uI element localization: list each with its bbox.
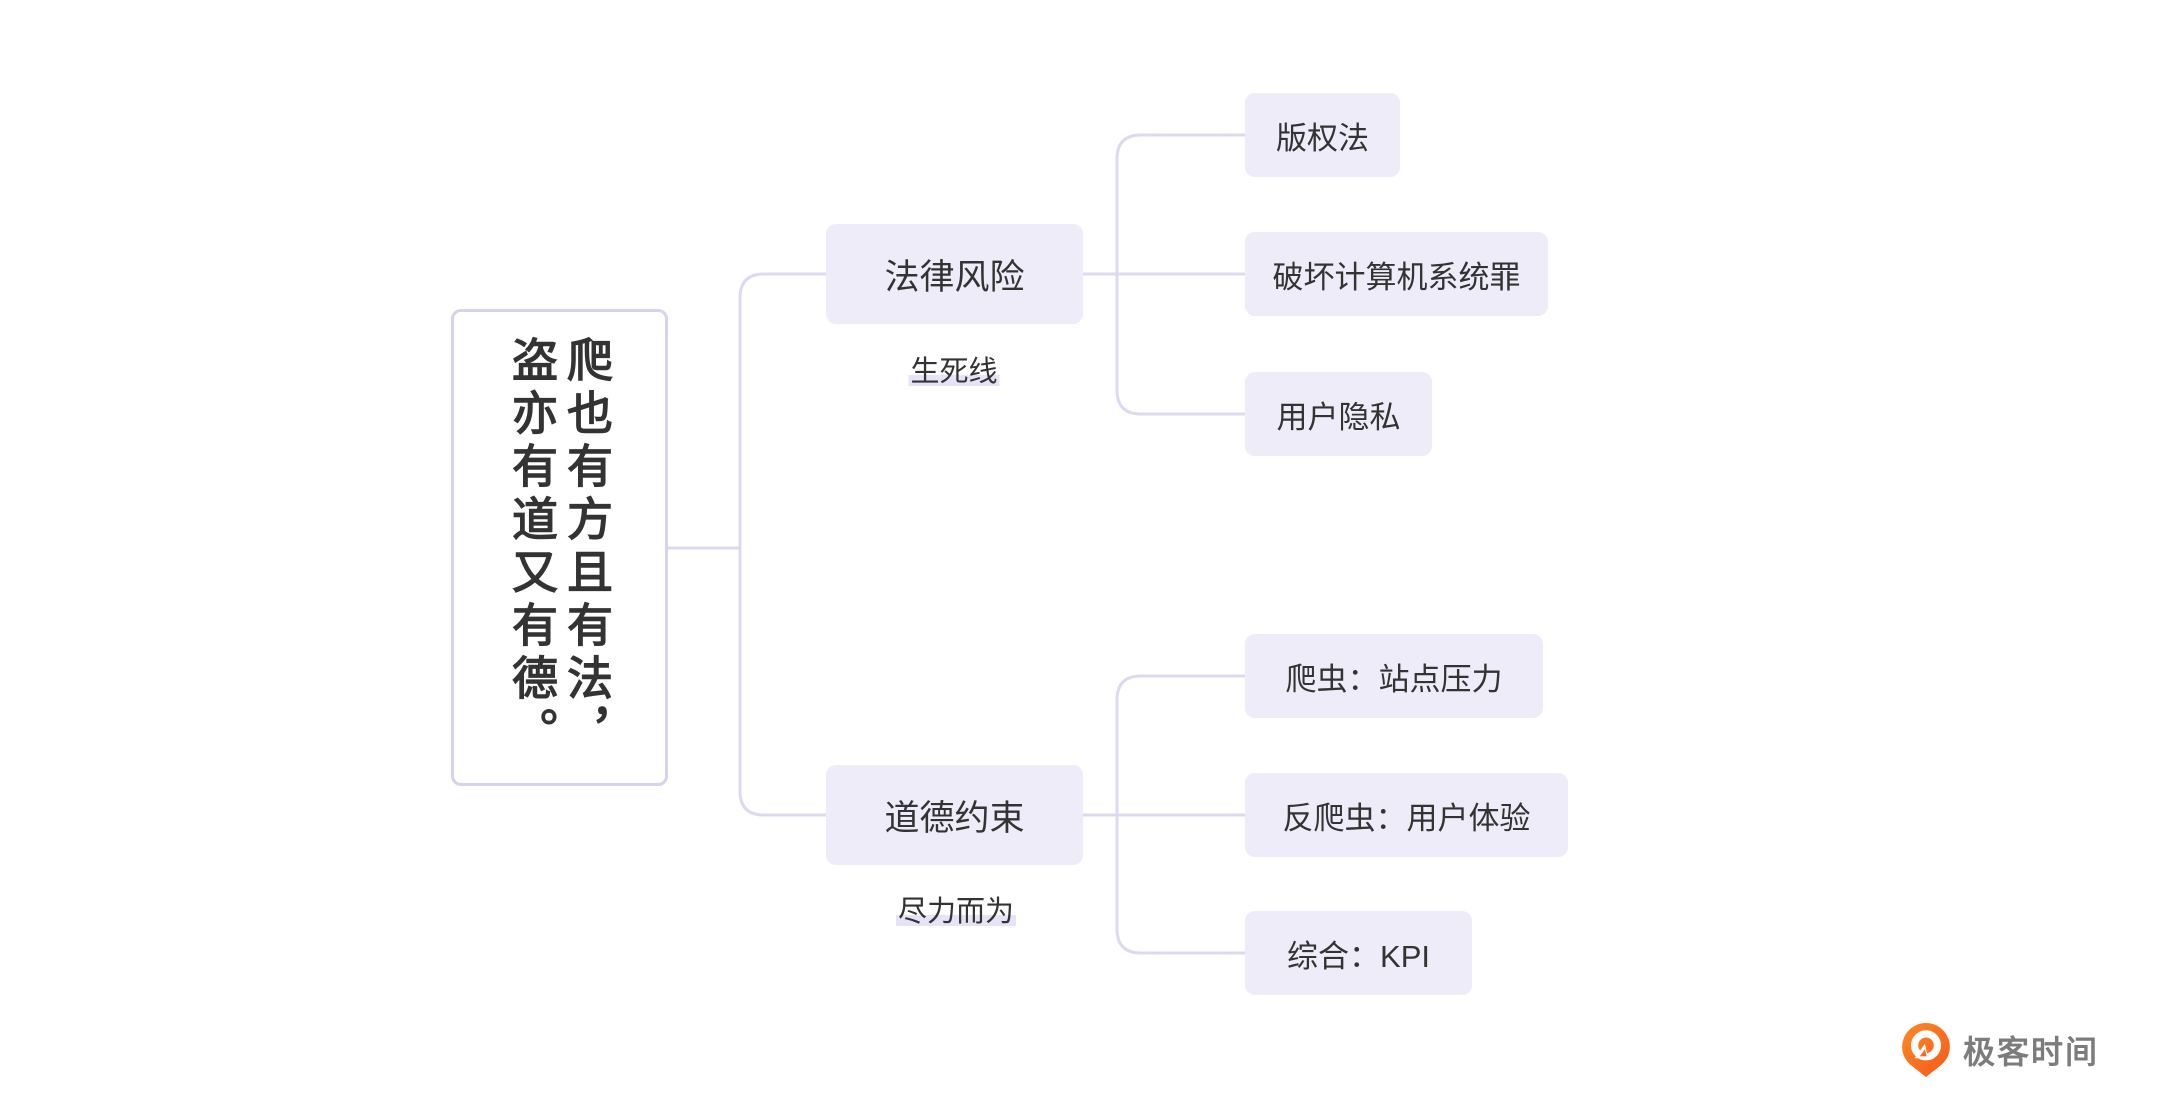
root-node[interactable]: 爬也有方且有法， 盗亦有道又有德。: [451, 309, 668, 786]
branch-note-moral-constraint[interactable]: 尽力而为: [895, 888, 1017, 930]
child-label: 破坏计算机系统罪: [1272, 259, 1521, 295]
child-node-overall-kpi[interactable]: 综合：KPI: [1245, 911, 1472, 995]
connector-moral-trunk: [1115, 674, 1245, 955]
child-node-crawler-site-pressure[interactable]: 爬虫：站点压力: [1245, 634, 1543, 718]
geektime-brand-text: 极客时间: [1963, 1034, 2100, 1070]
branch-note-legal-risk[interactable]: 生死线: [908, 348, 1000, 390]
child-label: 反爬虫：用户体验: [1282, 800, 1531, 836]
child-node-anticrawler-user-experience[interactable]: 反爬虫：用户体验: [1245, 773, 1568, 857]
geektime-watermark: 极客时间: [1901, 1022, 2099, 1078]
child-node-copyright-law[interactable]: 版权法: [1245, 93, 1400, 177]
branch-label: 法律风险: [884, 257, 1025, 297]
child-label: 用户隐私: [1276, 399, 1401, 435]
branch-label: 道德约束: [884, 798, 1025, 838]
connector-legal-trunk: [1115, 133, 1245, 416]
root-text-column-1: 爬也有方且有法，: [561, 335, 613, 760]
child-label: 爬虫：站点压力: [1285, 661, 1503, 697]
root-node-text: 爬也有方且有法， 盗亦有道又有德。: [500, 336, 619, 760]
child-node-user-privacy[interactable]: 用户隐私: [1245, 372, 1432, 456]
branch-node-legal-risk[interactable]: 法律风险: [826, 224, 1083, 324]
branch-node-moral-constraint[interactable]: 道德约束: [826, 765, 1083, 865]
connector-main-trunk: [738, 272, 826, 817]
child-label: 综合：KPI: [1287, 938, 1430, 974]
geektime-logo-icon: [1902, 1023, 1950, 1077]
child-label: 版权法: [1276, 120, 1369, 156]
child-node-computer-system-crime[interactable]: 破坏计算机系统罪: [1245, 232, 1548, 316]
root-text-column-2: 盗亦有道又有德。: [506, 335, 558, 760]
